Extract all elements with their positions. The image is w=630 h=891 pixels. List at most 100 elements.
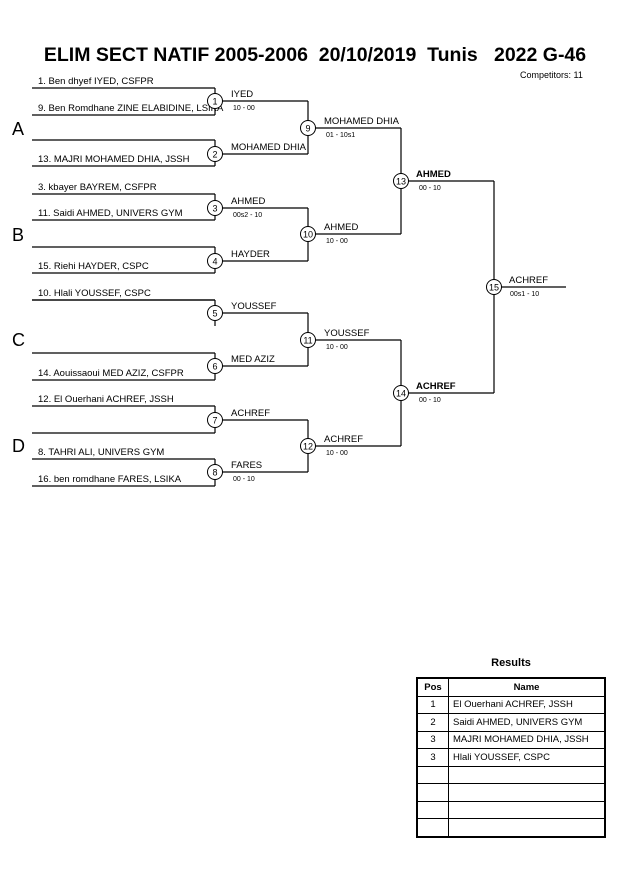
match-winner-name: ACHREF bbox=[324, 434, 363, 445]
match-winner-name: MED AZIZ bbox=[231, 354, 275, 365]
results-name: Hlali YOUSSEF, CSPC bbox=[448, 748, 606, 767]
match-winner-name: ACHREF bbox=[231, 408, 270, 419]
results-pos: 1 bbox=[416, 695, 449, 714]
results-pos bbox=[416, 783, 449, 802]
match-score: 00 - 10 bbox=[419, 185, 441, 192]
pool-letter: C bbox=[12, 330, 25, 350]
match-score: 01 - 10s1 bbox=[326, 132, 355, 139]
page-title: ELIM SECT NATIF 2005-2006 20/10/2019 Tun… bbox=[43, 44, 587, 66]
results-name: El Ouerhani ACHREF, JSSH bbox=[448, 695, 606, 714]
results-header-row: Pos Name bbox=[416, 677, 606, 697]
entry-name: 14. Aouissaoui MED AZIZ, CSFPR bbox=[38, 368, 184, 379]
entry-name: 10. Hlali YOUSSEF, CSPC bbox=[38, 288, 151, 299]
match-winner-name: IYED bbox=[231, 89, 253, 100]
match-winner-name: MOHAMED DHIA bbox=[324, 116, 400, 127]
pool-letter: A bbox=[12, 119, 24, 139]
results-row bbox=[416, 765, 606, 784]
match-winner-name: YOUSSEF bbox=[231, 301, 277, 312]
match-score: 00 - 10 bbox=[419, 397, 441, 404]
match-number-circle bbox=[486, 279, 502, 295]
entry-name: 8. TAHRI ALI, UNIVERS GYM bbox=[38, 447, 164, 458]
match-number: 9 bbox=[305, 124, 310, 134]
match-number: 15 bbox=[489, 283, 499, 293]
results-row bbox=[416, 783, 606, 802]
match-number: 10 bbox=[303, 230, 313, 240]
match-score: 00s2 - 10 bbox=[233, 212, 262, 219]
competitors-count: Competitors: 11 bbox=[520, 70, 583, 80]
results-name bbox=[448, 800, 606, 819]
match-score: 10 - 00 bbox=[326, 344, 348, 351]
results-row bbox=[416, 800, 606, 819]
match-winner-name: ACHREF bbox=[416, 381, 456, 392]
match-number-circle bbox=[393, 173, 409, 189]
entry-name: 11. Saidi AHMED, UNIVERS GYM bbox=[38, 208, 183, 219]
match-number: 11 bbox=[303, 336, 312, 346]
results-pos bbox=[416, 800, 449, 819]
results-title: Results bbox=[491, 657, 531, 669]
results-col-name: Name bbox=[448, 677, 606, 697]
entry-name: 12. El Ouerhani ACHREF, JSSH bbox=[38, 394, 174, 405]
entry-name: 13. MAJRI MOHAMED DHIA, JSSH bbox=[38, 154, 190, 165]
match-number-circle bbox=[300, 226, 316, 242]
match-score: 10 - 00 bbox=[326, 450, 348, 457]
match-number: 14 bbox=[396, 389, 406, 399]
entry-name: 15. Riehi HAYDER, CSPC bbox=[38, 261, 149, 272]
pool-letter: B bbox=[12, 225, 24, 245]
match-number: 8 bbox=[212, 468, 217, 478]
match-number: 12 bbox=[303, 442, 313, 452]
match-number: 4 bbox=[212, 257, 217, 267]
results-row bbox=[416, 818, 606, 837]
match-winner-name: AHMED bbox=[324, 222, 358, 233]
results-name: MAJRI MOHAMED DHIA, JSSH bbox=[448, 730, 606, 749]
match-number: 3 bbox=[212, 204, 217, 214]
results-pos: 3 bbox=[416, 748, 449, 767]
match-winner-name: HAYDER bbox=[231, 249, 270, 260]
entry-name: 9. Ben Romdhane ZINE ELABIDINE, LSIKA bbox=[38, 103, 224, 114]
entry-name: 3. kbayer BAYREM, CSFPR bbox=[38, 182, 157, 193]
match-number-circle bbox=[207, 464, 223, 480]
results-pos: 2 bbox=[416, 713, 449, 732]
match-number: 1 bbox=[212, 97, 217, 107]
match-number-circle bbox=[207, 412, 223, 428]
results-name bbox=[448, 818, 606, 837]
results-col-pos: Pos bbox=[416, 677, 449, 697]
match-number-circle bbox=[393, 385, 409, 401]
pool-letter: D bbox=[12, 436, 25, 456]
match-score: 10 - 00 bbox=[233, 105, 255, 112]
match-winner-name: AHMED bbox=[416, 169, 451, 180]
match-number: 6 bbox=[212, 362, 217, 372]
match-number-circle bbox=[207, 253, 223, 269]
final-score: 00s1 - 10 bbox=[510, 291, 539, 298]
match-number-circle bbox=[207, 305, 223, 321]
match-number-circle bbox=[300, 438, 316, 454]
results-pos bbox=[416, 818, 449, 837]
match-number-circle bbox=[300, 332, 316, 348]
match-number: 7 bbox=[212, 416, 217, 426]
final-winner-name: ACHREF bbox=[509, 275, 548, 286]
results-pos: 3 bbox=[416, 730, 449, 749]
match-number-circle bbox=[207, 358, 223, 374]
match-number: 13 bbox=[396, 177, 406, 187]
match-score: 10 - 00 bbox=[326, 238, 348, 245]
match-number-circle bbox=[207, 146, 223, 162]
results-name bbox=[448, 765, 606, 784]
match-winner-name: FARES bbox=[231, 460, 262, 471]
match-score: 00 - 10 bbox=[233, 476, 255, 483]
match-winner-name: YOUSSEF bbox=[324, 328, 370, 339]
results-name: Saidi AHMED, UNIVERS GYM bbox=[448, 713, 606, 732]
match-number: 2 bbox=[212, 150, 217, 160]
results-pos bbox=[416, 765, 449, 784]
match-winner-name: MOHAMED DHIA bbox=[231, 142, 307, 153]
match-number-circle bbox=[300, 120, 316, 136]
match-winner-name: AHMED bbox=[231, 196, 265, 207]
match-number-circle bbox=[207, 200, 223, 216]
match-number-circle bbox=[207, 93, 223, 109]
entry-name: 1. Ben dhyef IYED, CSFPR bbox=[38, 76, 154, 87]
match-number: 5 bbox=[212, 309, 217, 319]
